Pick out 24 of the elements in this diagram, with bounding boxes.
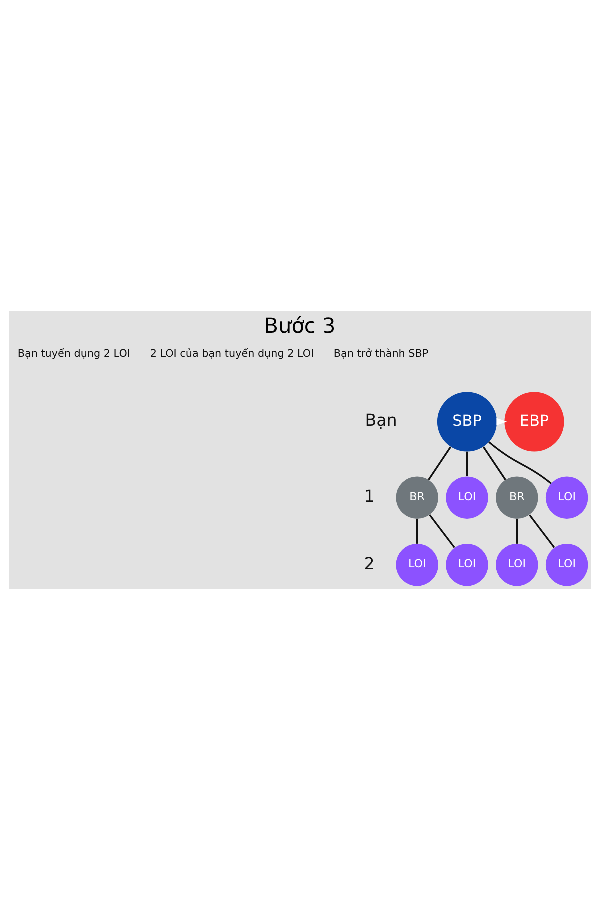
connector xyxy=(416,519,418,544)
node-circle: LOI xyxy=(546,476,588,519)
node-circle: LOI xyxy=(446,476,488,519)
connector xyxy=(482,446,506,480)
node-circle: LOI xyxy=(396,544,438,586)
node-circle: BR xyxy=(496,476,538,519)
node-circle: EBP xyxy=(504,392,564,452)
connector xyxy=(466,452,468,476)
label: Bạn xyxy=(365,411,398,430)
connector xyxy=(429,514,456,548)
label: Bạn trở thành SBP xyxy=(334,348,429,360)
connector xyxy=(529,514,556,548)
diagram-title: Bước 3 xyxy=(264,314,336,338)
label: 2 xyxy=(364,554,375,574)
connector xyxy=(516,519,518,544)
connector xyxy=(428,446,452,480)
node-circle: LOI xyxy=(446,544,488,586)
label: 1 xyxy=(364,487,375,506)
node-circle: BR xyxy=(396,476,438,519)
node-circle: LOI xyxy=(546,544,588,586)
label: 2 LOI của bạn tuyển dụng 2 LOI xyxy=(150,348,314,360)
connector xyxy=(488,442,552,484)
node-circle: LOI xyxy=(496,544,538,586)
label: Bạn tuyển dụng 2 LOI xyxy=(18,348,130,360)
